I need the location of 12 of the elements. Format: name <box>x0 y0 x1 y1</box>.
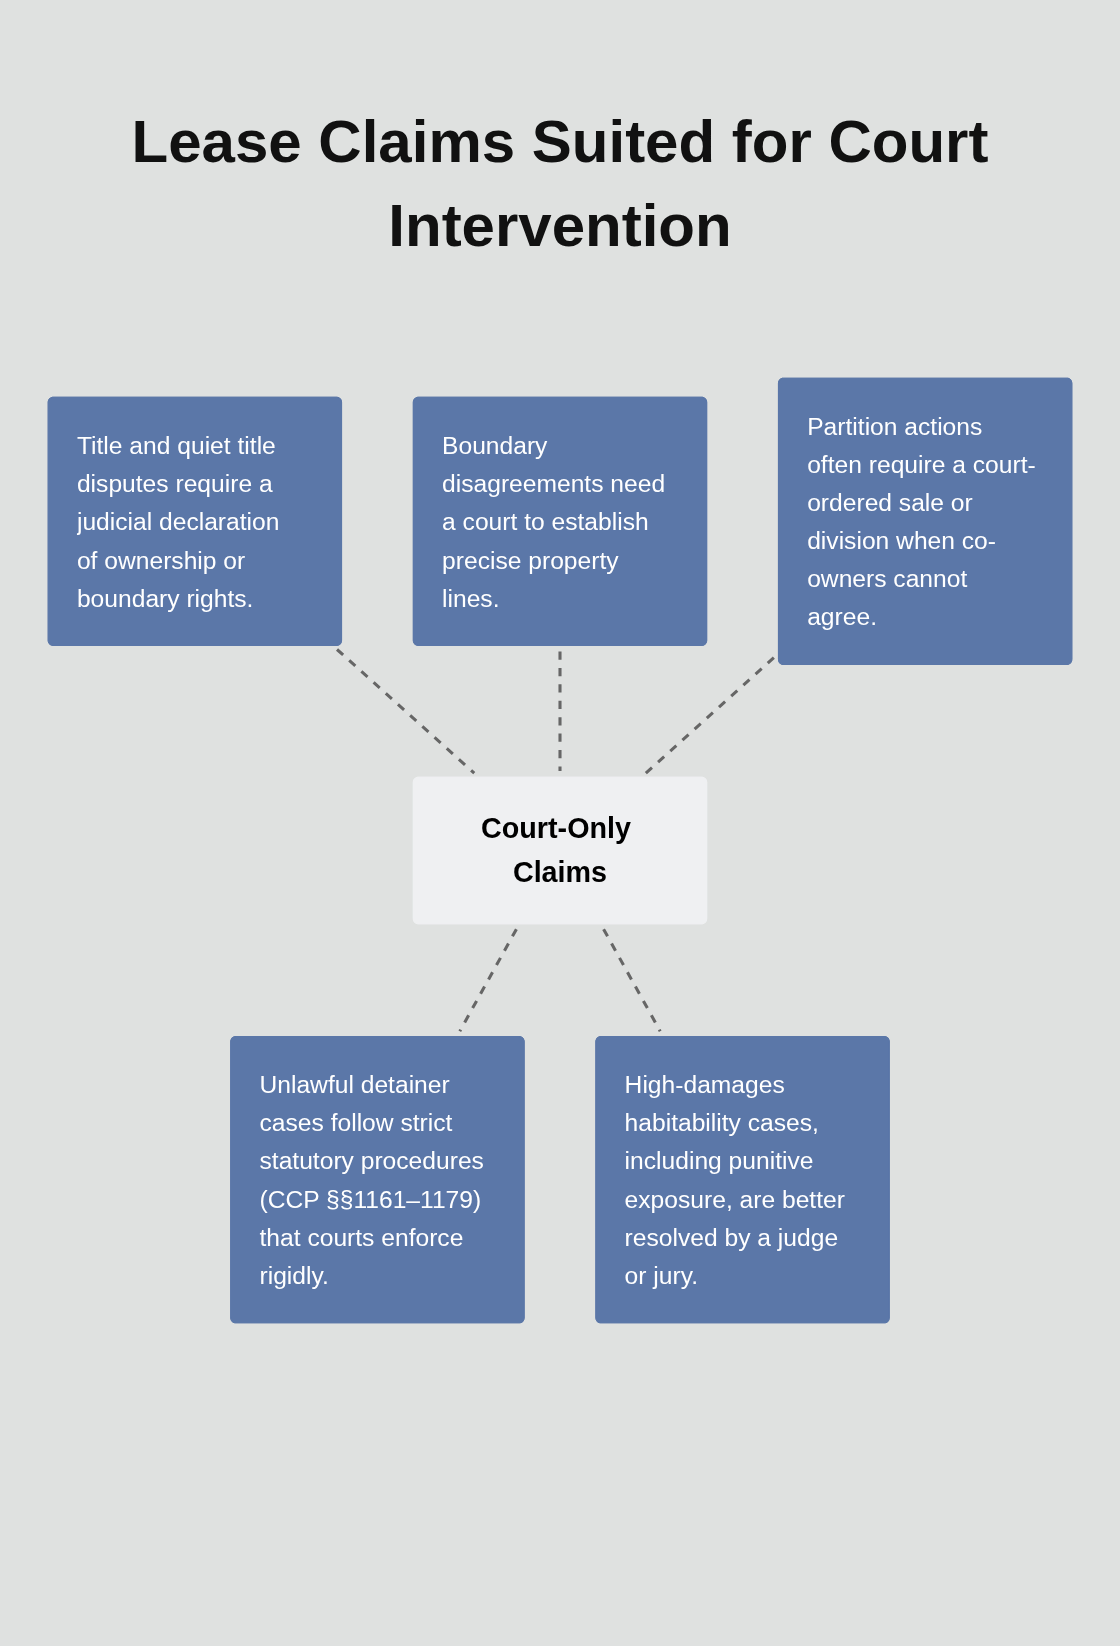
claim-box: Partition actions often require a court-ordered sale or division when co-owners cannot agree. <box>777 377 1073 665</box>
dashed-connector <box>336 648 476 775</box>
claim-box: Boundary disagreements need a court to establish precise property lines. <box>412 396 708 646</box>
title: Lease Claims Suited for Court Intervention <box>130 107 990 261</box>
claim-box: High-damages habitability cases, including punitive exposure, are better resolved by a judge or jury. <box>595 1036 890 1324</box>
claim-box: Unlawful detainer cases follow strict statutory procedures (CCP §§1161–1179) that courts enforce rigidly. <box>230 1036 525 1324</box>
dashed-connector <box>558 651 562 772</box>
dashed-connector <box>458 928 518 1032</box>
dashed-connector <box>602 928 662 1032</box>
dashed-connector <box>644 656 775 775</box>
hub-box: Court-Only Claims <box>412 776 708 925</box>
claim-box: Title and quiet title disputes require a judicial declaration of ownership or boundary rights. <box>47 396 343 646</box>
